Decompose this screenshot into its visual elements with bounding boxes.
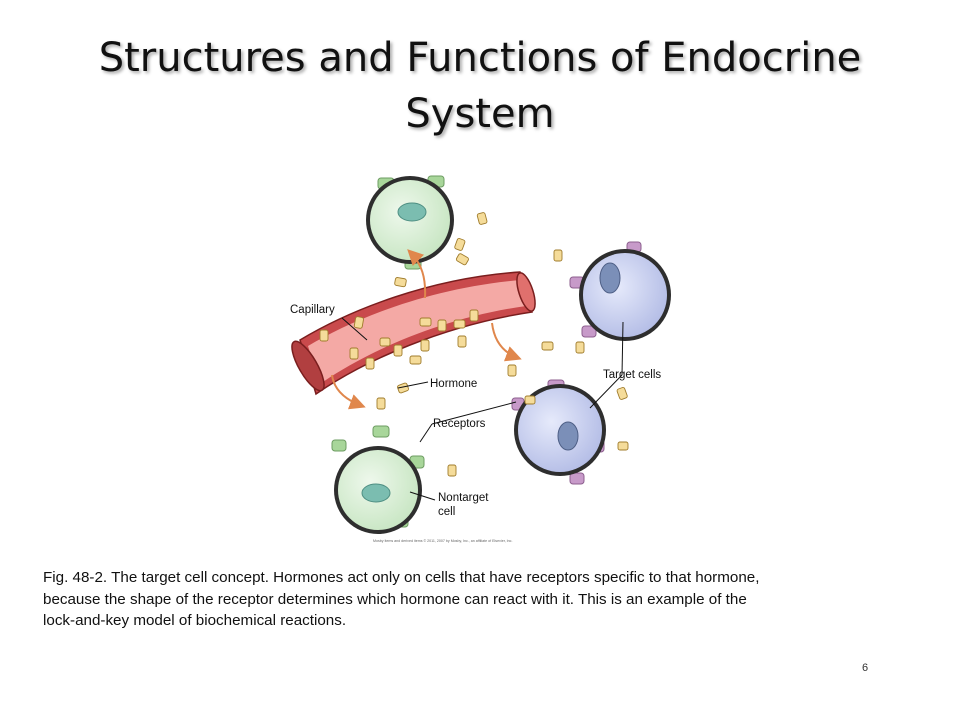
slide-title: Structures and Functions of Endocrine Sy… bbox=[0, 30, 960, 142]
figure-credit: Mosby items and derived items © 2011, 20… bbox=[373, 539, 512, 543]
hormone-molecules bbox=[319, 212, 629, 477]
hormone-label: Hormone bbox=[430, 378, 477, 390]
slide-title-line-1: Structures and Functions of Endocrine bbox=[98, 35, 862, 81]
receptors-label: Receptors bbox=[433, 418, 486, 430]
caption-line-2: because the shape of the receptor determ… bbox=[43, 590, 747, 608]
target-cell-diagram: Capillary Hormone Target cells Receptors… bbox=[290, 175, 671, 543]
diffusion-arrows bbox=[331, 249, 522, 410]
target-cell-figure: Capillary Hormone Target cells Receptors… bbox=[270, 160, 690, 555]
target-cells-label: Target cells bbox=[603, 369, 661, 381]
caption-line-1: Fig. 48-2. The target cell concept. Horm… bbox=[43, 569, 760, 586]
slide-title-line-2: System bbox=[405, 91, 555, 137]
nontarget-cell-top bbox=[366, 175, 454, 270]
figure-caption: Fig. 48-2. The target cell concept. Horm… bbox=[43, 567, 923, 632]
target-cell-top bbox=[569, 241, 671, 341]
caption-line-3: lock-and-key model of biochemical reacti… bbox=[43, 612, 347, 629]
capillary-label: Capillary bbox=[290, 304, 335, 316]
page-number: 6 bbox=[862, 662, 869, 674]
capillary-vessel bbox=[291, 271, 536, 396]
nontarget-cell-bottom bbox=[331, 425, 425, 534]
target-cell-bottom bbox=[511, 379, 606, 485]
nontarget-cell-label-line-2: cell bbox=[438, 506, 455, 518]
nontarget-cell-label-line-1: Nontarget bbox=[438, 492, 489, 504]
leader-lines bbox=[341, 317, 624, 501]
